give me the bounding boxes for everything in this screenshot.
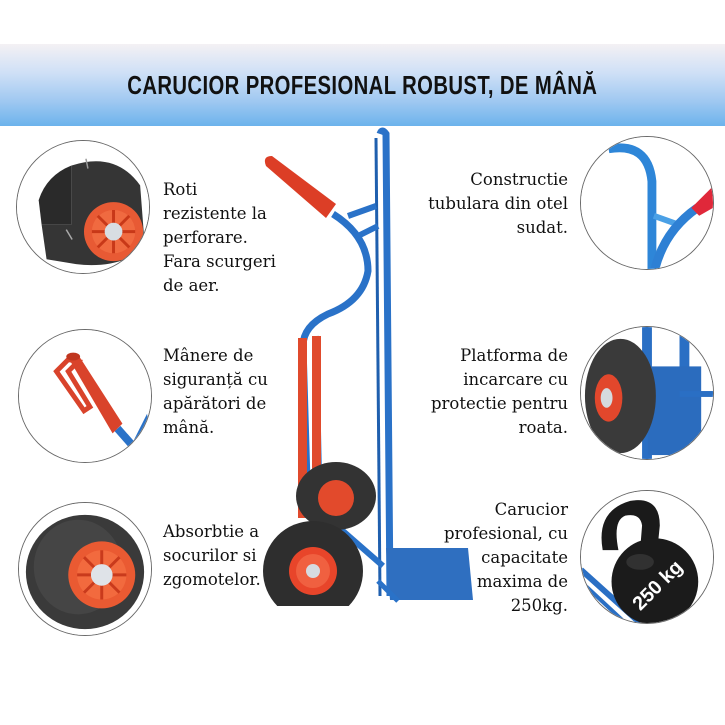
kettlebell-250kg-icon: 250 kg	[580, 490, 714, 624]
loading-platform-icon	[580, 326, 714, 460]
welded-steel-tube-icon	[580, 136, 714, 270]
feature-caption-wheels: Roti rezistente la perforare. Fara scurg…	[163, 180, 276, 295]
feature-caption-construction: Constructie tubulara din otel sudat.	[428, 170, 568, 237]
title-banner: CARUCIOR PROFESIONAL ROBUST, DE MÂNĂ	[0, 44, 725, 126]
feature-caption-shock: Absorbtie a socurilor si zgomotelor.	[163, 522, 261, 589]
shock-absorbing-wheel-icon	[18, 502, 152, 636]
feature-caption-handles: Mânere de siguranță cu apărători de mână…	[163, 346, 268, 437]
feature-caption-platform: Platforma de incarcare cu protectie pent…	[430, 346, 568, 437]
feature-caption-capacity: Carucior profesional, cu capacitate maxi…	[443, 500, 568, 615]
hand-truck-image	[258, 126, 480, 606]
puncture-resistant-wheel-icon	[16, 140, 150, 274]
page-title: CARUCIOR PROFESIONAL ROBUST, DE MÂNĂ	[127, 69, 598, 100]
safety-handle-icon	[18, 329, 152, 463]
